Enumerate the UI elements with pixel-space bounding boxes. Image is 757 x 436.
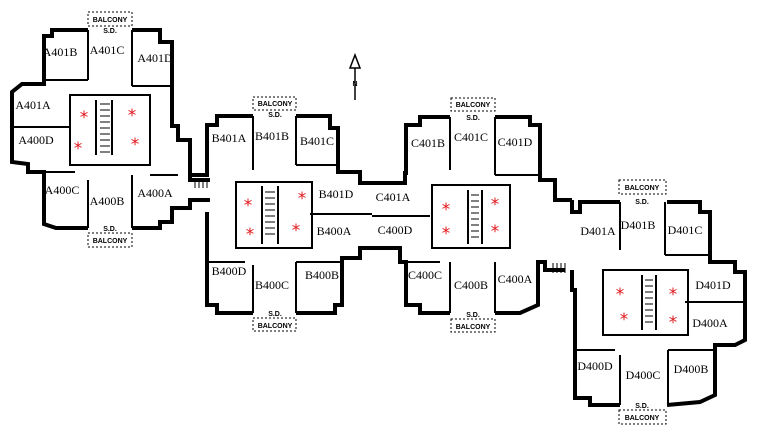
cluster-a-core: [69, 94, 151, 166]
cluster-c-room-dividers: [372, 117, 540, 313]
cluster-c-outer-wall: [372, 115, 572, 315]
cluster-a-stairs: [100, 103, 208, 188]
balcony-label: BALCONY: [625, 185, 660, 192]
cluster-c-stairs: [471, 194, 566, 273]
room-label: B401D: [319, 187, 354, 201]
cluster-d-balcony-bottom: [618, 409, 667, 425]
room-label: C400D: [378, 223, 413, 237]
cluster-a: BALCONY S.D. S.D. BALCONY A401B A401C A4…: [10, 11, 210, 248]
room-label: C401B: [411, 136, 445, 150]
room-label: A401A: [15, 98, 51, 112]
room-label: D400C: [626, 368, 661, 382]
cluster-d-core: [602, 269, 689, 336]
room-label: B400C: [255, 278, 289, 292]
room-label: B401B: [255, 129, 289, 143]
marker-asterisk: *: [74, 139, 83, 159]
balcony-label: BALCONY: [456, 102, 491, 109]
room-label: A401C: [90, 43, 125, 57]
sliding-door-label: S.D.: [103, 226, 117, 233]
cluster-d: BALCONY S.D. S.D. BALCONY D401A D401B D4…: [570, 179, 747, 425]
room-label: A401B: [43, 45, 78, 59]
cluster-c-core: [431, 184, 511, 249]
cluster-c-balcony-top: [450, 97, 496, 112]
cluster-d-stairs: [645, 279, 653, 323]
sliding-door-label: S.D.: [466, 115, 480, 122]
cluster-a-balcony-bottom: [87, 232, 133, 248]
balcony-label: BALCONY: [93, 238, 128, 245]
room-label: D400A: [692, 316, 728, 330]
room-label: D401C: [668, 223, 703, 237]
marker-asterisk: *: [620, 310, 629, 330]
sliding-door-label: S.D.: [635, 199, 649, 206]
balcony-label: BALCONY: [258, 101, 293, 108]
cluster-b-balcony-bottom: [252, 317, 297, 332]
sliding-door-label: S.D.: [268, 112, 282, 119]
room-label: C400C: [408, 268, 442, 282]
cluster-c-balcony-bottom: [450, 318, 496, 333]
marker-asterisk: *: [616, 285, 625, 305]
cluster-d-outer-wall: [570, 200, 747, 407]
marker-asterisk: *: [244, 196, 253, 216]
marker-asterisk: *: [442, 200, 451, 220]
cluster-d-balcony-top: [618, 179, 667, 195]
room-label: D400D: [577, 359, 613, 373]
sliding-door-label: S.D.: [635, 403, 649, 410]
room-label: B400A: [317, 224, 352, 238]
room-label: A400C: [45, 183, 80, 197]
marker-asterisk: *: [491, 195, 500, 215]
room-label: D401B: [621, 218, 656, 232]
room-label: A400A: [137, 186, 173, 200]
sliding-door-label: S.D.: [466, 312, 480, 319]
balcony-label: BALCONY: [93, 17, 128, 24]
marker-asterisk: *: [491, 222, 500, 242]
room-label: C400B: [454, 278, 488, 292]
north-arrow-icon: N: [348, 52, 362, 100]
marker-asterisk: *: [246, 225, 255, 245]
marker-asterisk: *: [669, 285, 678, 305]
room-label: C401D: [498, 135, 533, 149]
marker-asterisk: *: [131, 135, 140, 155]
marker-asterisk: *: [292, 221, 301, 241]
marker-asterisk: *: [128, 106, 137, 126]
room-label: A400B: [90, 194, 125, 208]
cluster-b-balcony-top: [252, 96, 297, 111]
room-label: C400A: [498, 272, 533, 286]
room-label: C401C: [454, 130, 488, 144]
sliding-door-label: S.D.: [103, 28, 117, 35]
room-label: D400B: [674, 362, 709, 376]
cluster-d-room-dividers: [575, 202, 745, 405]
cluster-b-room-dividers: [207, 116, 372, 313]
balcony-label: BALCONY: [456, 324, 491, 331]
room-label: C401A: [376, 190, 411, 204]
room-label: B400B: [305, 268, 339, 282]
cluster-a-balcony-top: [87, 11, 133, 27]
cluster-b-stairs: [265, 191, 275, 235]
room-label: B401A: [212, 131, 247, 145]
room-label: B400D: [212, 264, 247, 278]
room-label: D401A: [580, 224, 616, 238]
balcony-label: BALCONY: [625, 415, 660, 422]
cluster-a-room-dividers: [12, 30, 178, 228]
compass-label: N: [352, 81, 357, 88]
balcony-label: BALCONY: [258, 323, 293, 330]
marker-asterisk: *: [298, 189, 307, 209]
room-label: B401C: [300, 134, 334, 148]
marker-asterisk: *: [442, 224, 451, 244]
cluster-c: BALCONY S.D. S.D. BALCONY C401B C401C C4…: [372, 97, 572, 333]
room-label: D401D: [695, 278, 731, 292]
cluster-b-core: [235, 181, 313, 249]
sliding-door-label: S.D.: [268, 311, 282, 318]
cluster-b-outer-wall: [192, 114, 372, 315]
marker-asterisk: *: [669, 313, 678, 333]
cluster-b: BALCONY S.D. S.D. BALCONY B401A B401B B4…: [192, 96, 372, 332]
room-label: A401D: [137, 51, 173, 65]
room-label: A400D: [18, 133, 54, 147]
marker-asterisk: *: [80, 108, 89, 128]
